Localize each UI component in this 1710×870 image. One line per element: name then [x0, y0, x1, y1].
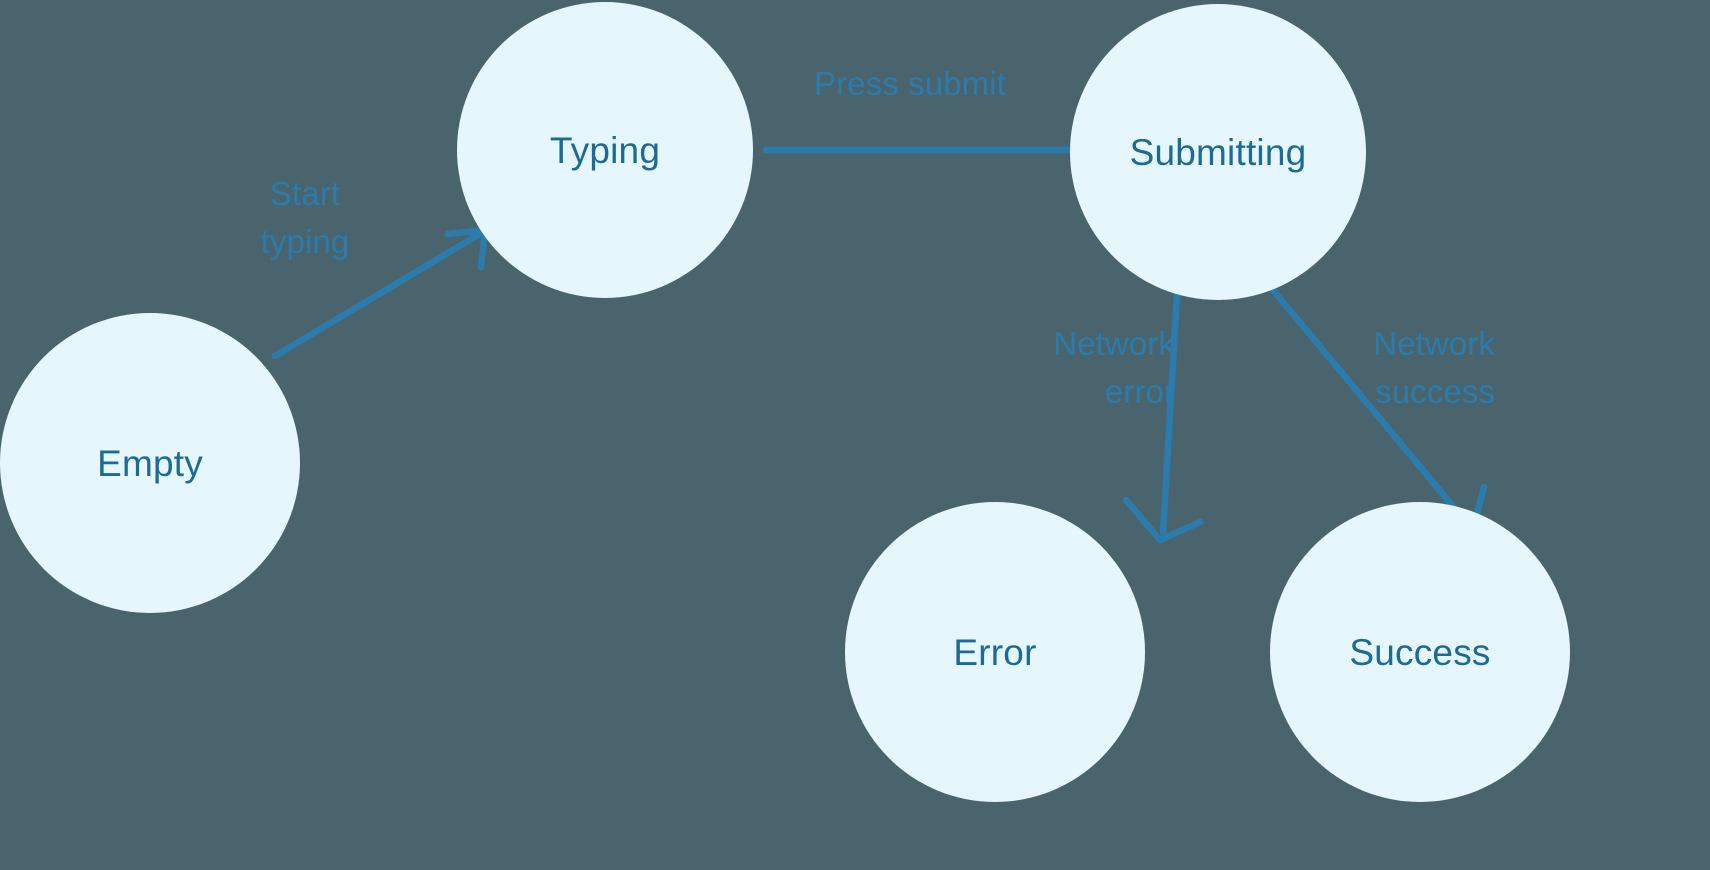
state-node-label-submitting: Submitting [1129, 131, 1307, 173]
edge-submitting-to-error [1122, 290, 1204, 544]
state-node-success[interactable]: Success [1270, 502, 1570, 802]
edge-label-typing-to-submitting: Press submit [814, 65, 1006, 102]
state-node-label-success: Success [1349, 631, 1491, 673]
edge-label-submitting-to-success: Network success [1373, 325, 1495, 410]
state-node-label-error: Error [953, 631, 1037, 673]
state-node-submitting[interactable]: Submitting [1070, 4, 1366, 300]
state-node-label-typing: Typing [549, 129, 661, 171]
state-node-empty[interactable]: Empty [0, 313, 300, 613]
state-node-label-empty: Empty [97, 442, 203, 484]
state-node-typing[interactable]: Typing [457, 2, 753, 298]
state-node-error[interactable]: Error [845, 502, 1145, 802]
edge-label-submitting-to-error: Network error [1053, 325, 1175, 410]
edge-label-empty-to-typing: Start typing [260, 175, 350, 260]
